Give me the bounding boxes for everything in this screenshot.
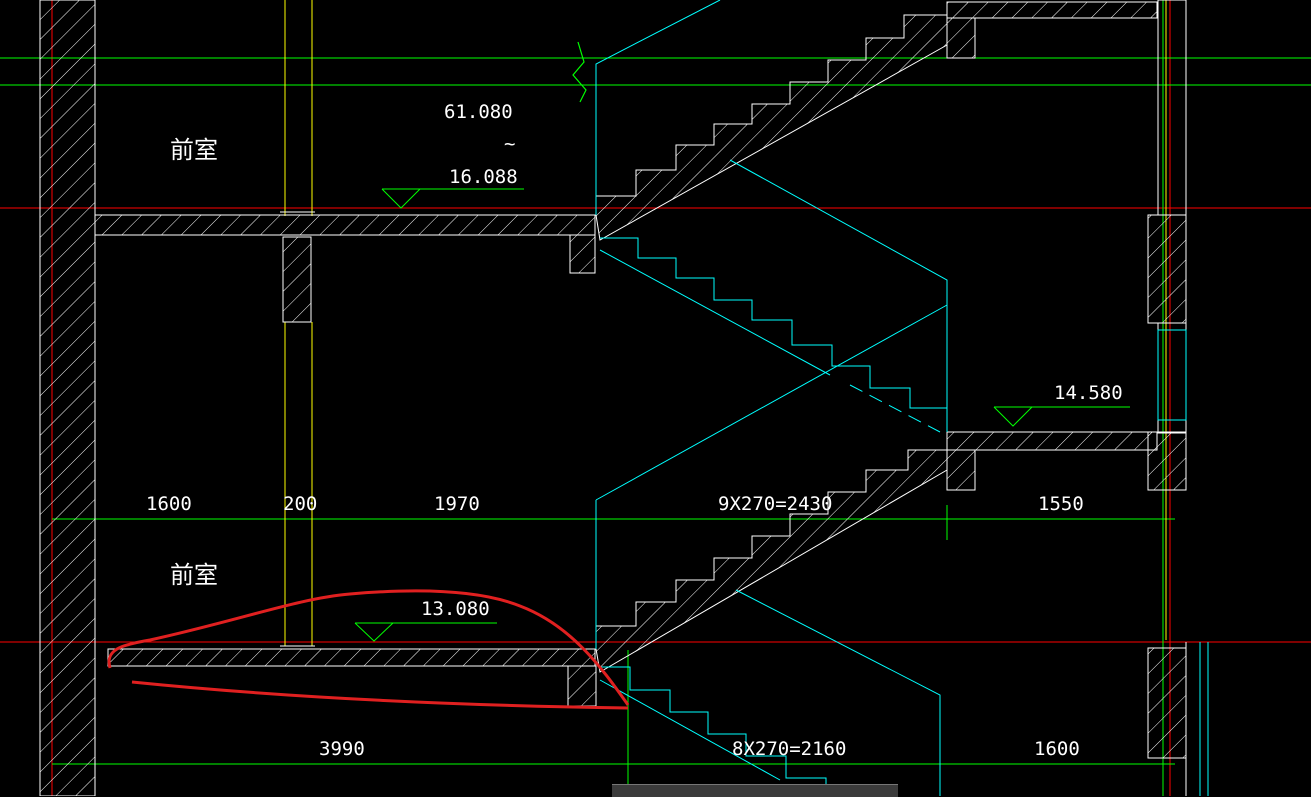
dim-row1-1600: 1600 xyxy=(146,493,192,515)
elevation-lower: 13.080 xyxy=(421,598,490,620)
dim-row1-1970: 1970 xyxy=(434,493,480,515)
command-bar[interactable] xyxy=(612,784,898,797)
room-label-lower: 前室 xyxy=(170,561,218,589)
dim-row2-1600: 1600 xyxy=(1034,738,1080,760)
column-lines-yellow xyxy=(284,0,1167,646)
red-markup-annotation xyxy=(107,589,630,710)
elevation-top-sep: ~ xyxy=(504,133,515,155)
left-wall xyxy=(39,0,96,796)
elevation-markers xyxy=(354,188,1130,642)
dim-row1-1550: 1550 xyxy=(1038,493,1084,515)
break-line xyxy=(572,41,587,103)
door-column xyxy=(280,211,315,647)
dim-row1-200: 200 xyxy=(283,493,317,515)
dim-row1-stair: 9X270=2430 xyxy=(718,493,832,515)
elevation-mid-right: 14.580 xyxy=(1054,382,1123,404)
right-wall xyxy=(1147,0,1209,796)
stair-flights xyxy=(595,14,948,673)
stair-outlines-cyan xyxy=(595,0,1187,796)
floor-slabs xyxy=(94,1,1158,707)
elevation-top-b: 16.088 xyxy=(449,166,518,188)
dim-row2-3990: 3990 xyxy=(319,738,365,760)
room-label-upper: 前室 xyxy=(170,136,218,164)
elevation-top-a: 61.080 xyxy=(444,101,513,123)
dim-row2-stair: 8X270=2160 xyxy=(732,738,846,760)
